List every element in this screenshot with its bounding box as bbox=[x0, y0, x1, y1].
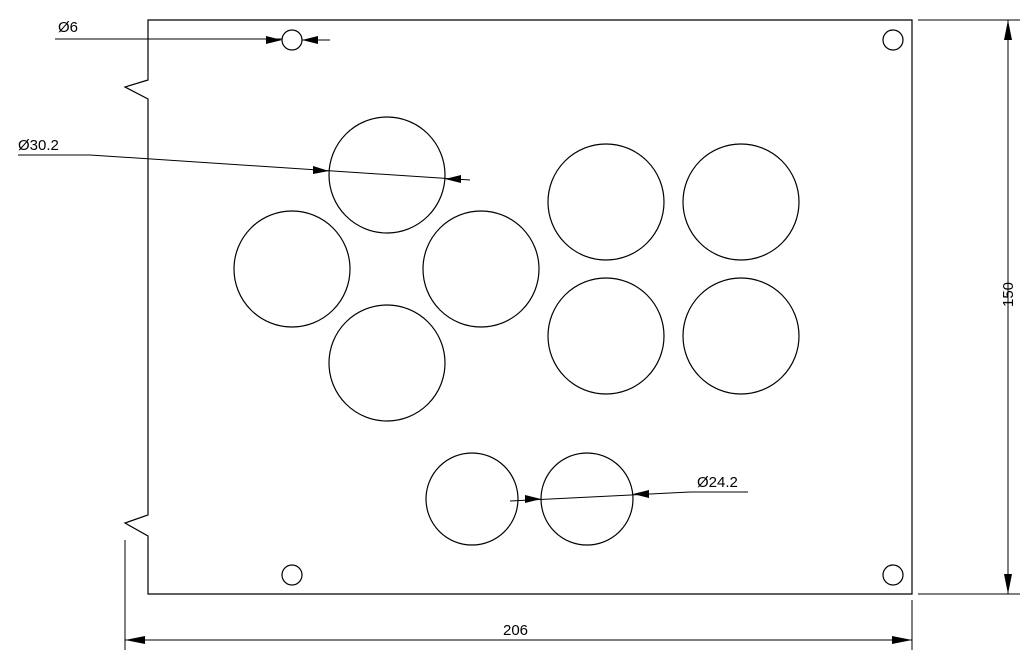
width-dimension bbox=[124, 540, 913, 650]
height-arrow-top bbox=[1004, 20, 1012, 40]
button-hole-grid-2 bbox=[682, 143, 800, 261]
button-hole-down bbox=[328, 304, 446, 422]
button-hole-grid-3 bbox=[547, 277, 665, 395]
height-value-label: 150 bbox=[1000, 282, 1017, 307]
width-arrow-right bbox=[892, 636, 912, 644]
height-dimension bbox=[918, 19, 1020, 595]
mounting-hole-top-right bbox=[882, 29, 904, 51]
button-hole-grid-1 bbox=[547, 143, 665, 261]
button-hole-small-left bbox=[425, 452, 519, 546]
medium-hole-leader bbox=[509, 491, 748, 502]
mounting-hole-bottom-left bbox=[281, 564, 303, 586]
small-hole-arrow-right bbox=[302, 36, 318, 44]
mounting-hole-top-left bbox=[281, 29, 303, 51]
small-hole-arrow-left bbox=[266, 36, 282, 44]
button-hole-up bbox=[328, 116, 446, 234]
small-hole-diameter-label: Ø6 bbox=[58, 19, 78, 36]
medium-hole-arrow-left bbox=[525, 495, 541, 503]
large-hole-leader bbox=[18, 154, 471, 181]
medium-hole-arrow-right bbox=[633, 490, 649, 498]
button-hole-grid-4 bbox=[682, 277, 800, 395]
button-hole-left bbox=[233, 210, 351, 328]
panel-outline bbox=[123, 19, 913, 595]
width-arrow-left bbox=[125, 636, 145, 644]
width-value-label: 206 bbox=[503, 622, 528, 639]
large-hole-diameter-label: Ø30.2 bbox=[18, 137, 59, 154]
small-hole-leader bbox=[55, 38, 330, 41]
large-hole-arrow-right bbox=[445, 175, 461, 183]
mounting-hole-bottom-right bbox=[882, 564, 904, 586]
button-hole-right bbox=[422, 210, 540, 328]
large-hole-arrow-left bbox=[313, 166, 329, 174]
medium-hole-diameter-label: Ø24.2 bbox=[697, 474, 738, 491]
height-arrow-bottom bbox=[1004, 574, 1012, 594]
